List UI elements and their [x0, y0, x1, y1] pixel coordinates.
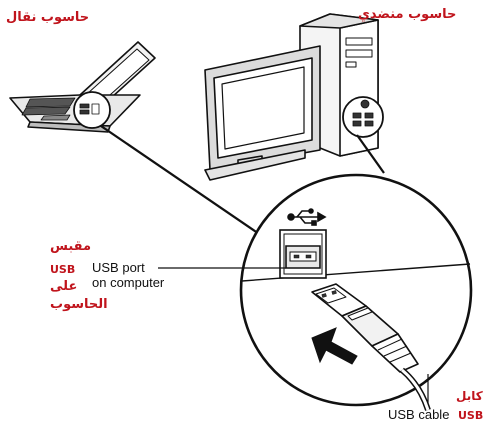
usb-cable-arabic-label-line1: كابل [456, 389, 483, 403]
usb-port-arabic-label-line1: مقبس [50, 239, 92, 254]
desktop-illustration [204, 13, 384, 181]
magnified-view [239, 173, 473, 411]
usb-port-arabic-label-line3: على [50, 279, 78, 294]
usb-cable-english-label: USB cable [388, 407, 450, 422]
usb-port-english-label-line2: on computer [92, 275, 165, 290]
usb-port-arabic-label-line4: الحاسوب [50, 297, 108, 312]
laptop-illustration [9, 41, 156, 133]
laptop-label: حاسوب نقال [6, 10, 90, 25]
usb-port-illustration [279, 229, 327, 279]
usb-port-arabic-label-line2: USB [50, 263, 76, 276]
usb-port-english-label-line1: USB port [92, 260, 145, 275]
usb-cable-arabic-label-line2: USB [458, 409, 484, 422]
insert-direction-arrow [311, 327, 358, 365]
usb-plug-illustration [311, 283, 431, 411]
desktop-label: حاسوب منضدي [358, 7, 457, 22]
zoom-callout-lines [100, 125, 385, 241]
usb-symbol-icon [287, 208, 327, 226]
